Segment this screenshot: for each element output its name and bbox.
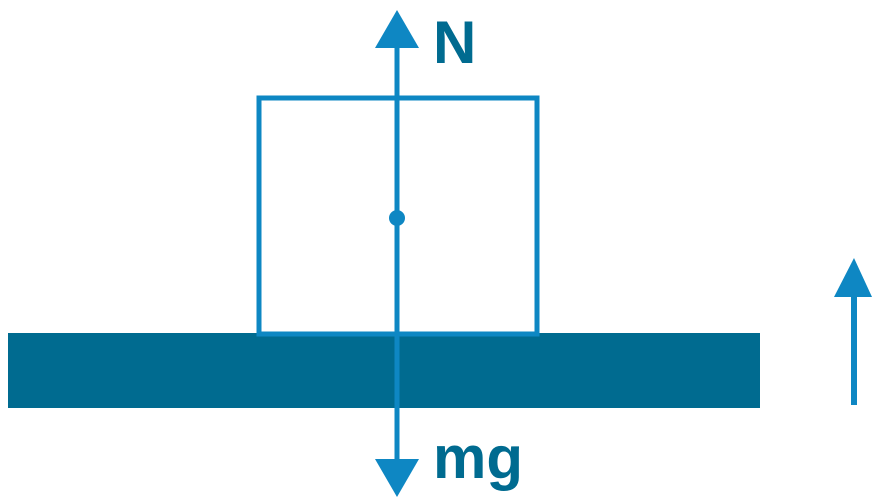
normal-force-arrow-icon	[375, 10, 419, 48]
weight-force-arrow-icon	[375, 459, 419, 497]
center-of-mass-dot-icon	[389, 210, 405, 226]
side-arrow-up-icon	[834, 258, 872, 297]
surface-bar	[8, 333, 760, 408]
normal-force-label: N	[433, 9, 476, 76]
weight-force-label: mg	[433, 424, 523, 491]
